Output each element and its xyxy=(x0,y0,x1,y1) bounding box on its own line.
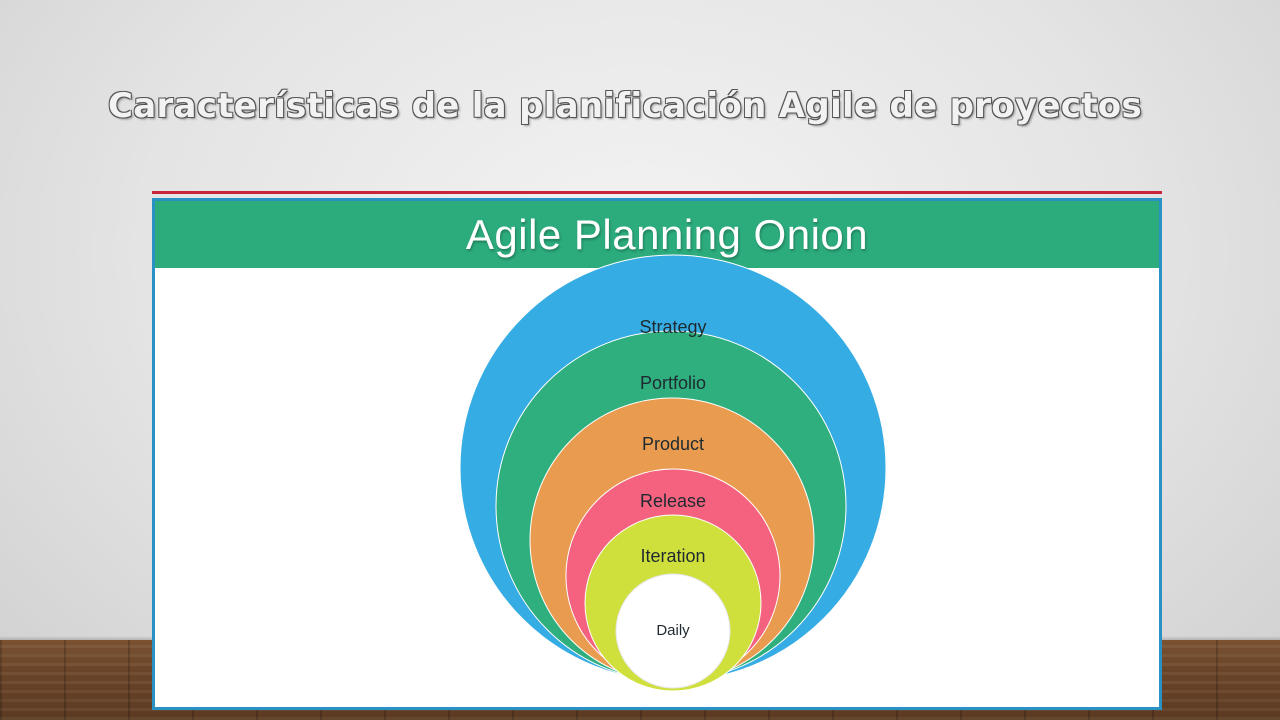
label-product: Product xyxy=(642,434,704,454)
label-portfolio: Portfolio xyxy=(640,373,706,393)
planning-onion-diagram: Strategy Portfolio Product Release Itera… xyxy=(459,254,887,692)
diagram-panel: Agile Planning Onion Strategy Portfolio … xyxy=(152,198,1162,710)
label-daily: Daily xyxy=(656,622,690,639)
accent-line xyxy=(152,191,1162,194)
layer-daily xyxy=(615,573,731,689)
label-iteration: Iteration xyxy=(640,546,705,566)
label-release: Release xyxy=(640,491,706,511)
slide-title: Características de la planificación Agil… xyxy=(107,86,1142,126)
label-strategy: Strategy xyxy=(639,317,706,337)
diagram-title: Agile Planning Onion xyxy=(465,210,869,258)
